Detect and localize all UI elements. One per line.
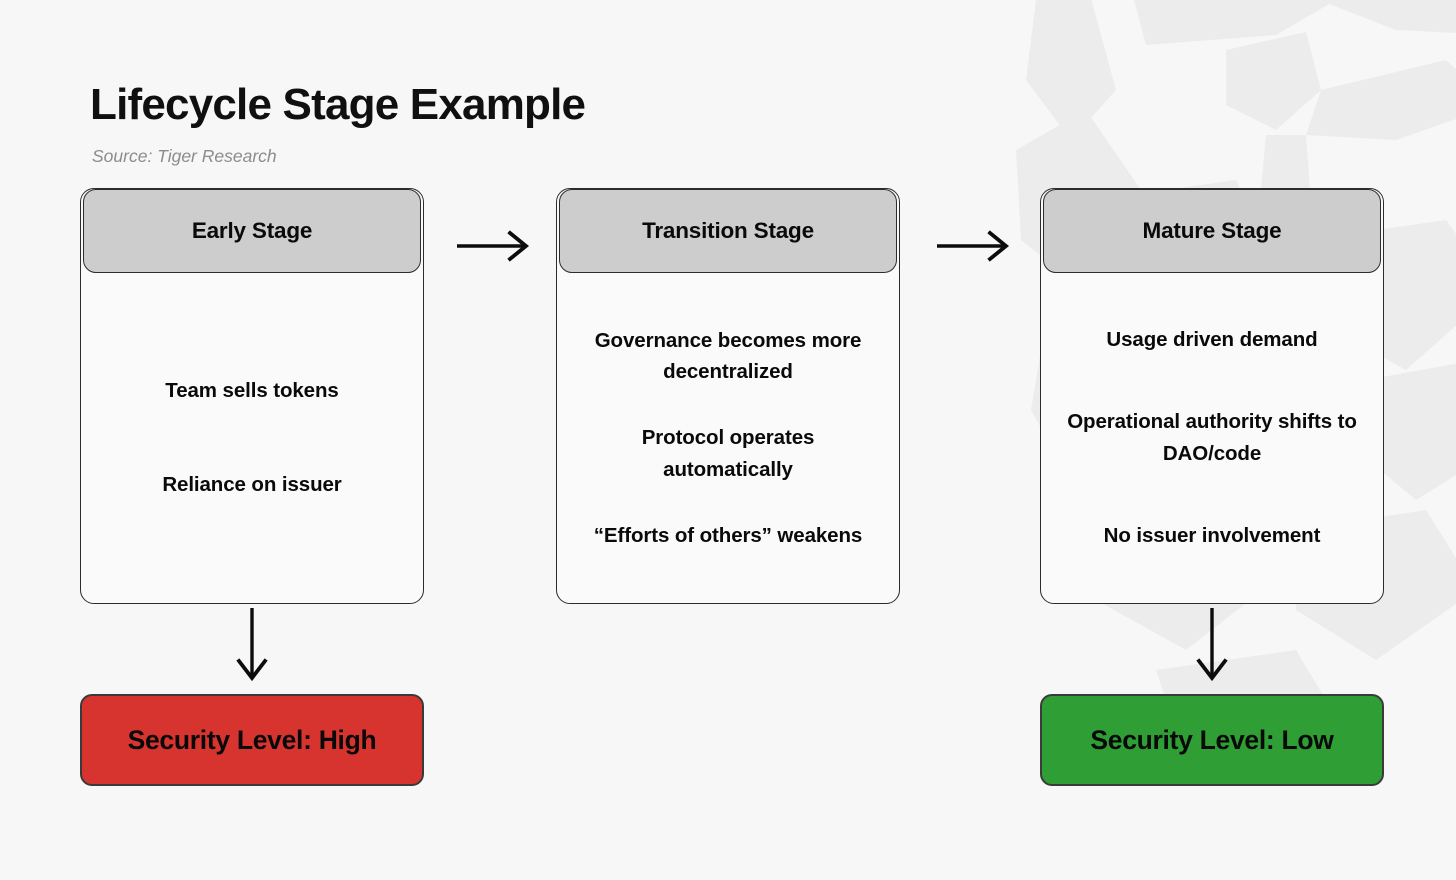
page-title: Lifecycle Stage Example [90,80,586,129]
stage-header-transition: Transition Stage [559,189,897,273]
stage-body-line: Operational authority shifts to DAO/code [1067,410,1357,465]
arrow-right-icon [937,230,1010,262]
stage-header-early: Early Stage [83,189,421,273]
stage-card-transition: Transition Stage Governance becomes more… [556,188,900,604]
stage-body-line: No issuer involvement [1103,523,1321,547]
stage-body-transition: Governance becomes more decentralized Pr… [557,273,899,603]
arrow-right-icon [457,230,530,262]
stage-header-mature: Mature Stage [1043,189,1381,273]
stage-header-label: Transition Stage [642,218,814,243]
stage-card-early: Early Stage Team sells tokens Reliance o… [80,188,424,604]
stage-body-line: Governance becomes more decentralized [594,328,862,384]
stage-body-line: Usage driven demand [1106,328,1318,352]
status-badge-security-low: Security Level: Low [1040,694,1384,786]
status-badge-label: Security Level: Low [1090,724,1334,755]
stage-header-label: Mature Stage [1142,218,1282,243]
stage-body-line: Protocol operates automatically [641,426,815,481]
source-attribution: Source: Tiger Research [92,146,277,166]
stage-body-mature: Usage driven demand Operational authorit… [1041,273,1383,603]
stage-header-label: Early Stage [191,218,313,243]
stage-body-early: Team sells tokens Reliance on issuer [81,273,423,603]
stage-body-line: Reliance on issuer [162,473,342,496]
status-badge-security-high: Security Level: High [80,694,424,786]
status-badge-label: Security Level: High [127,724,377,755]
stage-body-line: “Efforts of others” weakens [593,523,863,547]
stage-card-mature: Mature Stage Usage driven demand Operati… [1040,188,1384,604]
arrow-down-icon [236,608,268,682]
stage-body-line: Team sells tokens [165,379,339,403]
arrow-down-icon [1196,608,1228,682]
